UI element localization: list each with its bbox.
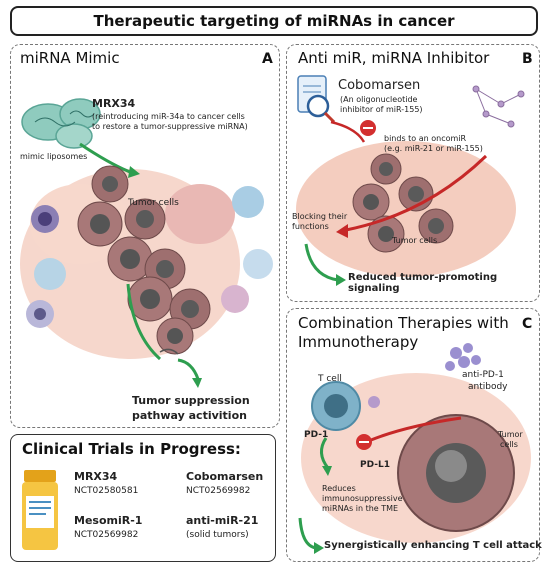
mrx34-desc-2: to restore a tumor-suppressive miRNA) (92, 122, 248, 131)
reduces-label-3: miRNAs in the TME (322, 504, 399, 513)
pd1-arrow (370, 416, 462, 442)
panel-b-title: Anti miR, miRNA Inhibitor (298, 49, 490, 67)
panel-a-title: miRNA Mimic (20, 49, 120, 67)
reduces-label-2: immunosuppressive (322, 494, 403, 503)
cobomarsen-desc-1: (An oligonucleotide (340, 95, 418, 104)
binds-label-2: (e.g. miR-21 or miR-155) (384, 144, 483, 153)
tumor-label-c-2: cells (500, 440, 518, 449)
panel-a-letter: A (262, 51, 273, 67)
panel-c-illustration (298, 343, 531, 554)
trial-3-name: MesomiR-1 (74, 514, 143, 527)
blocking-label-2: functions (292, 222, 329, 231)
panel-b-illustration (296, 75, 525, 286)
cobomarsen-desc-2: inhibitor of miR-155) (340, 105, 423, 114)
trial-2-name: Cobomarsen (186, 470, 264, 483)
main-title: Therapeutic targeting of miRNAs in cance… (10, 6, 538, 36)
mrx34-label: MRX34 (92, 97, 136, 110)
antibody-label-2: antibody (468, 382, 508, 392)
outcome-c: Synergistically enhancing T cell attack (324, 540, 542, 551)
antibody-cluster (445, 343, 481, 371)
panel-c (286, 308, 540, 562)
outcome-arrow-a (126, 283, 161, 361)
panel-c-title-2: Immunotherapy (298, 333, 419, 351)
trial-2-id: NCT02569982 (186, 486, 251, 496)
outcome-arrow-b (304, 243, 339, 282)
pdl1-label: PD-L1 (360, 460, 390, 470)
pd1-label: PD-1 (304, 430, 329, 440)
tumor-label-c-1: Tumor (498, 430, 523, 439)
reduce-arrow (320, 437, 330, 469)
inhibitor-arrow (330, 120, 366, 143)
trial-1-id: NCT02580581 (74, 486, 139, 496)
panel-b-letter: B (522, 51, 533, 67)
tumor-cell-cluster-b (352, 153, 454, 253)
liposome-arrow (79, 142, 131, 174)
panel-b (286, 44, 540, 302)
t-cell-label: T cell (318, 374, 342, 384)
trial-3-id: NCT02569982 (74, 530, 139, 540)
outcome-b: Reduced tumor-promoting signaling (348, 272, 498, 294)
magnifier-icon (306, 94, 330, 118)
tissue-background-b (296, 141, 516, 277)
oligonucleotide-molecule (472, 85, 525, 128)
liposomes-label: mimic liposomes (20, 152, 88, 161)
reduces-label-1: Reduces (322, 484, 356, 493)
cobomarsen-label: Cobomarsen (338, 78, 421, 93)
binds-label-1: binds to an oncomiR (384, 134, 467, 143)
panel-a (10, 44, 280, 428)
pill-bottle-icon (22, 470, 58, 550)
outcome-a-line2: pathway activition (132, 409, 247, 422)
tumor-cells-label-b: Tumor cells (392, 236, 438, 245)
blocking-arrow (345, 154, 488, 232)
panel-c-title-1: Combination Therapies with (298, 314, 509, 332)
panel-a-illustration (20, 98, 273, 388)
outcome-a-line1: Tumor suppression (132, 394, 250, 407)
tumor-cell-cluster (77, 165, 211, 355)
mrx34-desc-1: (reintroducing miR-34a to cancer cells (92, 112, 245, 121)
trials-heading: Clinical Trials in Progress: (22, 440, 241, 458)
blocking-label-1: Blocking their (292, 212, 348, 221)
panel-c-letter: C (522, 316, 533, 332)
trial-1-name: MRX34 (74, 470, 118, 483)
trial-4-id: (solid tumors) (186, 530, 249, 540)
liposome-cluster (21, 98, 101, 149)
trial-4-name: anti-miR-21 (186, 514, 259, 527)
tumor-cells-label-a: Tumor cells (128, 198, 179, 208)
outcome-arrow-c (298, 517, 317, 550)
antibody-label-1: anti-PD-1 (462, 370, 504, 380)
